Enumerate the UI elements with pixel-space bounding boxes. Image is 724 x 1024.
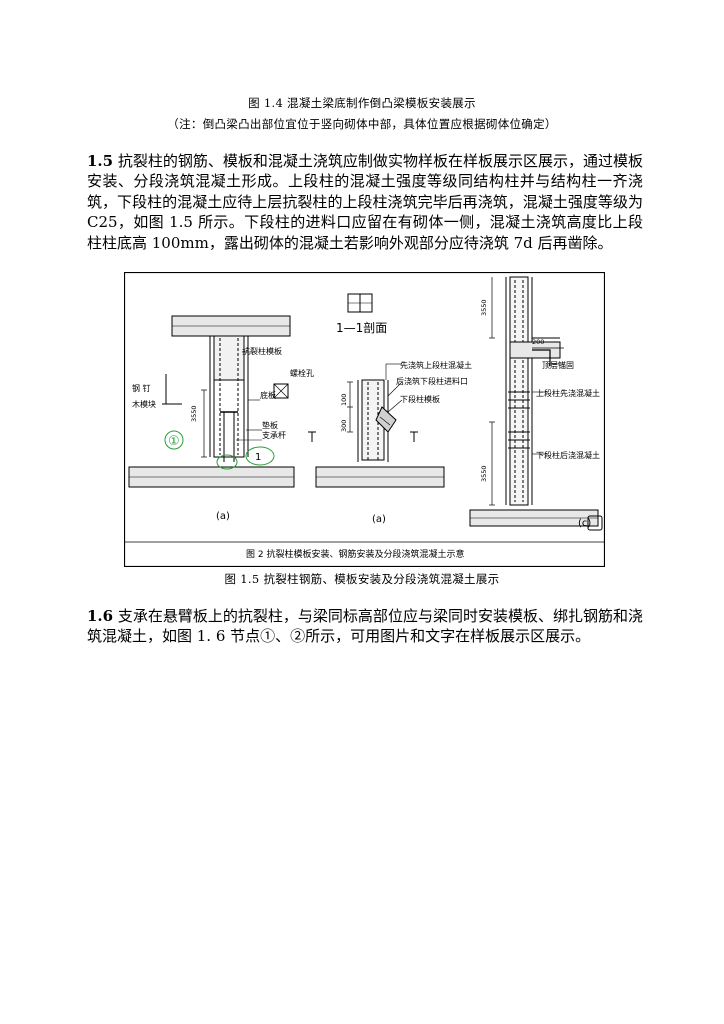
- dim-300: 300: [340, 420, 348, 432]
- paragraph-1-6: 1.6 支承在悬臂板上的抗裂柱，与梁同标高部位应与梁同时安装模板、绑扎钢筋和浇筑…: [87, 606, 643, 647]
- label-first-pour: 先浇筑上段柱混凝土: [400, 360, 472, 370]
- label-bolt-hole: 螺栓孔: [290, 368, 314, 378]
- label-bottom-plate: 底板: [260, 390, 276, 400]
- paragraph-text: 抗裂柱的钢筋、模板和混凝土浇筑应制做实物样板在样板展示区展示，通过模板安装、分段…: [87, 152, 643, 252]
- panel-label-c: (c): [578, 518, 591, 529]
- paragraph-text: 支承在悬臂板上的抗裂柱，与梁同标高部位应与梁同时安装模板、绑扎钢筋和浇筑混凝土，…: [87, 607, 643, 646]
- figure-1-4-note: （注：倒凸梁凸出部位宜位于竖向砌体中部，具体位置应根据砌体位确定）: [167, 117, 557, 131]
- figure-1-4-caption: 图 1.4 混凝土梁底制作倒凸梁模板安装展示: [248, 96, 476, 110]
- label-inlet: 后浇筑下段柱进料口: [396, 376, 468, 386]
- dim-100: 100: [340, 394, 348, 406]
- label-wood-block: 木模块: [132, 399, 156, 409]
- figure-inner-title: 图 2 抗裂柱模板安装、钢筋安装及分段浇筑混凝土示意: [246, 548, 464, 560]
- figure-1-5-caption: 图 1.5 抗裂柱钢筋、模板安装及分段浇筑混凝土展示: [224, 572, 500, 586]
- label-lower-form: 下段柱模板: [400, 394, 440, 404]
- detail-1-label: 1: [255, 452, 261, 463]
- dim-3550-a: 3550: [190, 405, 198, 422]
- section-number: 1.5: [87, 152, 114, 170]
- label-anchor: 顶层锚固: [542, 360, 574, 370]
- label-lower-later: 下段柱后浇混凝土: [536, 450, 600, 460]
- figure-1-5: 钢 钉 木模块 抗裂柱模板 螺栓孔 底板 垫板 支承杆 3550 ① 1 (a)…: [123, 271, 606, 568]
- panel-label-a1: (a): [216, 511, 230, 522]
- dim-200: 200: [532, 338, 544, 346]
- label-upper-first: 上段柱先浇混凝土: [536, 388, 600, 398]
- label-steel-nail: 钢 钉: [132, 383, 151, 393]
- paragraph-1-5: 1.5 抗裂柱的钢筋、模板和混凝土浇筑应制做实物样板在样板展示区展示，通过模板安…: [87, 151, 643, 253]
- dim-3550-c: 3550: [480, 465, 488, 482]
- label-pad-plate: 垫板: [262, 420, 278, 430]
- circle-1-marker: ①: [168, 434, 180, 449]
- panel-label-a2: (a): [372, 514, 386, 525]
- label-support-rod: 支承杆: [262, 430, 286, 440]
- dim-3550-b: 3550: [480, 299, 488, 316]
- figure-1-5-drawing: 钢 钉 木模块 抗裂柱模板 螺栓孔 底板 垫板 支承杆 3550 ① 1 (a)…: [123, 271, 606, 568]
- label-column-form: 抗裂柱模板: [242, 346, 282, 356]
- section-number: 1.6: [87, 607, 114, 625]
- section-1-1-label: 1—1剖面: [336, 321, 387, 335]
